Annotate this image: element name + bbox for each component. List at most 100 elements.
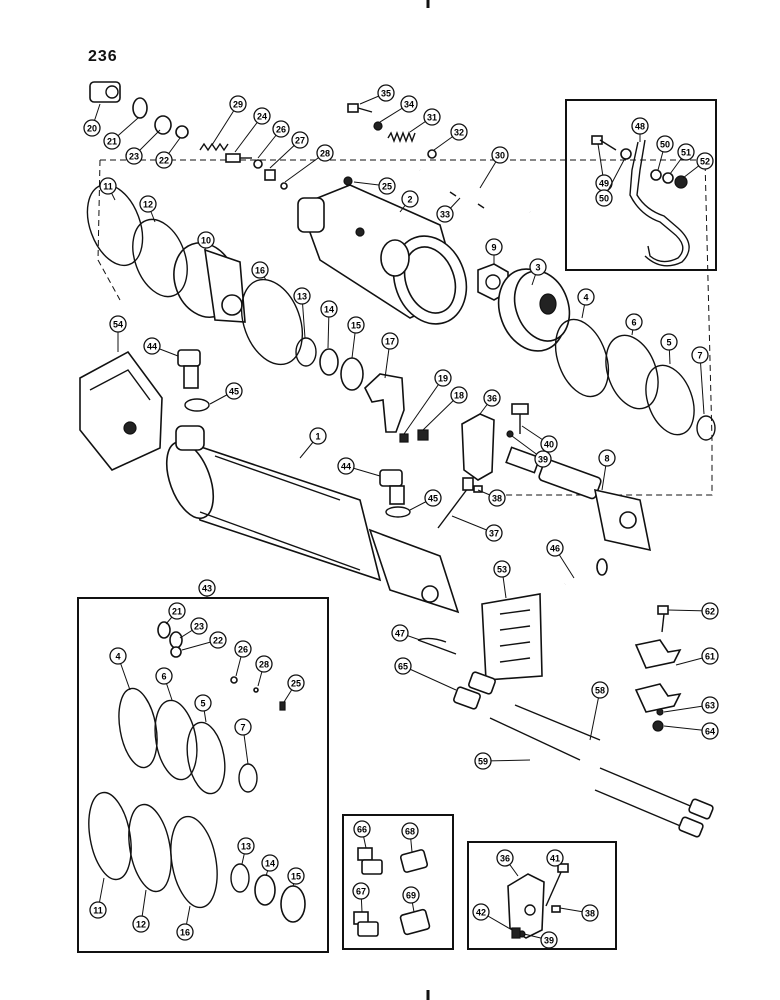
kit-ring-23 <box>169 631 183 649</box>
callout-label: 11 <box>103 182 113 192</box>
washer-39 <box>506 430 514 438</box>
spring-29 <box>199 142 229 152</box>
bracket-54 <box>79 350 163 471</box>
callout-13: 13 <box>293 287 311 305</box>
callout-label: 23 <box>129 152 139 162</box>
callout-4: 4 <box>577 288 595 306</box>
callout-34: 34 <box>400 95 418 113</box>
callout-28: 28 <box>255 655 273 673</box>
callout-label: 53 <box>497 565 507 575</box>
callout-45: 45 <box>225 382 243 400</box>
callout-5: 5 <box>194 694 212 712</box>
callout-14: 14 <box>320 300 338 318</box>
oring-45a <box>184 398 210 412</box>
callout-label: 22 <box>213 636 223 646</box>
clip-47 <box>417 637 457 655</box>
callout-label: 21 <box>107 137 117 147</box>
callout-label: 37 <box>489 529 499 539</box>
callout-64: 64 <box>701 722 719 740</box>
callout-leader-19 <box>403 377 444 435</box>
adapter-67 <box>353 911 379 937</box>
callout-59: 59 <box>474 752 492 770</box>
callout-13: 13 <box>237 837 255 855</box>
washer-50b <box>650 169 662 181</box>
elbow-44a <box>177 349 201 389</box>
callout-67: 67 <box>352 882 370 900</box>
callout-label: 20 <box>87 124 97 134</box>
barrel-2 <box>297 184 468 325</box>
adapter-69 <box>399 908 431 936</box>
callout-11: 11 <box>99 177 117 195</box>
callout-label: 7 <box>697 351 702 361</box>
stop-36 <box>461 413 495 481</box>
callout-5: 5 <box>660 333 678 351</box>
inset-box-stop <box>467 841 617 950</box>
screw-62 <box>657 605 669 633</box>
wiper-15 <box>340 357 364 391</box>
callout-9: 9 <box>485 238 503 256</box>
callout-label: 30 <box>495 151 505 161</box>
callout-label: 17 <box>385 337 395 347</box>
inset-bolt-41 <box>545 863 569 907</box>
callout-65: 65 <box>394 657 412 675</box>
callout-19: 19 <box>434 369 452 387</box>
callout-label: 66 <box>357 825 367 835</box>
kit-oring-13 <box>230 863 250 893</box>
nut-52 <box>674 175 688 189</box>
bracket-17 <box>364 373 405 433</box>
callout-label: 54 <box>113 320 123 330</box>
callout-label: 24 <box>257 112 267 122</box>
callout-label: 47 <box>395 629 405 639</box>
callout-37: 37 <box>485 524 503 542</box>
callout-62: 62 <box>701 602 719 620</box>
callout-label: 25 <box>382 182 392 192</box>
callout-label: 3 <box>535 263 540 273</box>
callout-label: 39 <box>538 455 548 465</box>
callout-12: 12 <box>132 915 150 933</box>
kit-oring-7 <box>238 763 258 793</box>
callout-label: 9 <box>491 243 496 253</box>
callout-label: 48 <box>635 122 645 132</box>
kit-oring-22 <box>170 646 182 658</box>
callout-label: 45 <box>428 494 438 504</box>
callout-15: 15 <box>287 867 305 885</box>
callout-44: 44 <box>337 457 355 475</box>
callout-label: 32 <box>454 128 464 138</box>
callout-1: 1 <box>309 427 327 445</box>
inset-nut-42 <box>511 927 521 939</box>
callout-39: 39 <box>534 450 552 468</box>
callout-label: 1 <box>315 432 320 442</box>
callout-6: 6 <box>155 667 173 685</box>
callout-63: 63 <box>701 696 719 714</box>
callout-50: 50 <box>656 135 674 153</box>
gland-10 <box>173 242 246 323</box>
callout-24: 24 <box>253 107 271 125</box>
callout-25: 25 <box>287 674 305 692</box>
inset-box-seal-kit <box>77 597 329 953</box>
callout-label: 34 <box>404 100 414 110</box>
callout-18: 18 <box>450 386 468 404</box>
callout-49: 49 <box>595 174 613 192</box>
callout-label: 51 <box>681 148 691 158</box>
callout-30: 30 <box>491 146 509 164</box>
oring-21 <box>132 97 148 119</box>
callout-label: 5 <box>200 699 205 709</box>
callout-12: 12 <box>139 195 157 213</box>
callout-23: 23 <box>190 617 208 635</box>
oring-6 <box>605 334 659 410</box>
callout-label: 10 <box>201 236 211 246</box>
callout-61: 61 <box>701 647 719 665</box>
callout-label: 6 <box>161 672 166 682</box>
callout-50: 50 <box>595 189 613 207</box>
callout-label: 35 <box>381 89 391 99</box>
kit-oring-21 <box>157 621 171 639</box>
nut-38 <box>473 485 483 493</box>
callout-21: 21 <box>103 132 121 150</box>
callout-label: 15 <box>291 872 301 882</box>
callout-28: 28 <box>316 144 334 162</box>
callout-label: 36 <box>487 394 497 404</box>
callout-label: 4 <box>583 293 588 303</box>
pins-33 <box>449 191 485 209</box>
